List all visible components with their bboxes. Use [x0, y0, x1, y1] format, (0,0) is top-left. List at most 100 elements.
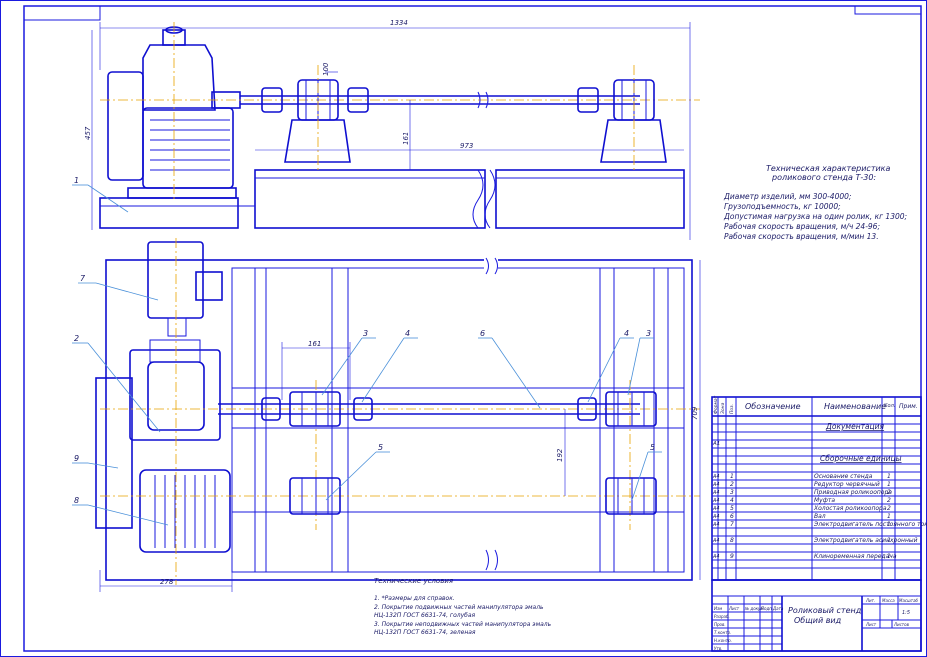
tc-line-3: НЦ-132П ГОСТ 6631-74, голубая — [374, 612, 476, 619]
dim-base-width: 278 — [160, 578, 174, 586]
dim-plan-height: 709 — [691, 406, 699, 420]
coupling-front-right — [577, 87, 599, 113]
tech-conditions: Технические условия 1. *Размеры для спра… — [374, 577, 552, 636]
corner-stamp-right — [854, 5, 922, 15]
bom-row-format: А4 — [712, 498, 720, 504]
tb-label-sheet: Лист — [865, 622, 877, 627]
tb-label-nkontr: Н.контр. — [714, 638, 732, 643]
dim-roller-width: 100 — [322, 62, 330, 76]
bom-h-name: Наименование — [824, 402, 886, 411]
bom-row-format: А4 — [712, 490, 720, 496]
bom-row-pos: 5 — [730, 505, 734, 512]
spec-line-1: Диаметр изделий, мм 300-4000; — [723, 192, 851, 201]
base-rail-front-left — [254, 169, 486, 229]
bom-row-pos: 7 — [730, 521, 734, 528]
callout-9: 9 — [74, 454, 79, 463]
tb-label-sheets: Листов — [893, 622, 910, 627]
front-dimensions: 1334 457 100 161 973 — [84, 19, 691, 240]
bom-row-qty: 1 — [887, 473, 891, 480]
dim-height: 457 — [84, 126, 92, 140]
tb-label-list: Лист — [728, 606, 740, 611]
tb-label-izm: Изм — [714, 606, 722, 611]
tb-label-doc: № докум — [744, 606, 763, 611]
bom-table: Формат Зона Поз. Обозначение Наименовани… — [711, 395, 922, 581]
bom-h-zone: Зона — [720, 402, 726, 414]
v-belt-drive-plan — [95, 377, 133, 529]
callout-6: 6 — [480, 329, 485, 338]
bom-row-qty: 1 — [887, 521, 891, 528]
dim-overall-length: 1334 — [390, 19, 408, 27]
tb-label-lit: Лит. — [865, 598, 875, 603]
bom-h-note: Прим. — [899, 403, 918, 410]
bom-h-designation: Обозначение — [745, 402, 801, 411]
bom-row-format: А4 — [712, 522, 720, 528]
bom-assembly-section: Сборочные единицы — [820, 454, 902, 463]
tc-line-2: 2. Покрытие подвижных частей манипулятор… — [374, 604, 544, 611]
tb-label-razrab: Разраб. — [714, 614, 730, 619]
callout-2: 2 — [74, 334, 79, 343]
spec-title-2: роликового стенда Т-30: — [771, 173, 876, 182]
idle-roller-plan-right — [605, 477, 657, 515]
tc-line-5: НЦ-132П ГОСТ 6631-74, зеленая — [374, 629, 476, 636]
bom-row-name: Холостая роликоопора — [813, 505, 887, 512]
plan-view — [95, 238, 700, 585]
bom-row-pos: 4 — [730, 497, 734, 504]
tc-line-1: 1. *Размеры для справок. — [374, 595, 455, 602]
bom-row-name: Клиноременная передача — [814, 553, 897, 560]
base-rail-front-right — [495, 169, 685, 229]
dim-shaft-height: 161 — [402, 132, 410, 145]
tb-label-date: Дата — [772, 606, 784, 611]
worm-gearbox-plan — [129, 349, 221, 441]
motor-dc-plan — [147, 241, 204, 319]
callout-5-left: 5 — [378, 443, 383, 452]
callout-5-right: 5 — [650, 443, 655, 452]
corner-stamp — [23, 5, 101, 21]
spec-line-4: Рабочая скорость вращения, м/ч 24-96; — [724, 222, 880, 231]
tb-title-2: Общий вид — [794, 616, 842, 625]
tc-line-4: 3. Покрытие неподвижных частей манипулят… — [374, 621, 552, 628]
bom-row-name: Вал — [814, 513, 826, 520]
roller-support-front-right — [600, 119, 667, 163]
bom-h-pos: Поз. — [729, 404, 735, 414]
motor-async-plan — [139, 469, 231, 553]
bom-row-name: Приводная роликоопора — [814, 489, 892, 496]
tb-title-1: Роликовый стенд — [788, 606, 862, 615]
bom-row-name: Муфта — [814, 497, 835, 504]
coupling-front-left — [261, 87, 283, 113]
callout-4-left: 4 — [405, 329, 410, 338]
callout-8: 8 — [74, 496, 79, 505]
bom-row-qty: 2 — [887, 505, 891, 512]
bom-h-format: Формат — [713, 395, 719, 414]
bom-row-format: А4 — [712, 506, 720, 512]
bom-row-pos: 8 — [730, 537, 734, 544]
bom-doc-format: А1 — [712, 441, 720, 447]
bom-row-qty: 1 — [887, 537, 891, 544]
callouts: 1 7 2 9 8 3 4 6 4 3 5 5 — [72, 176, 662, 526]
base-frame-plan — [105, 259, 693, 581]
bom-row-name: Электродвигатель постоянного тока — [813, 521, 927, 528]
bom-row-format: А4 — [712, 554, 720, 560]
tb-label-scale: Масштаб — [899, 598, 919, 603]
bom-row-qty: 2 — [887, 489, 891, 496]
front-view — [99, 22, 700, 229]
bom-doc-section: Документация — [825, 422, 885, 431]
spec-title-1: Техническая характеристика — [766, 164, 891, 173]
bom-row-pos: 3 — [730, 489, 734, 496]
bom-row-name: Основание стенда — [814, 473, 873, 480]
idle-roller-plan-left — [289, 477, 341, 515]
bom-row-pos: 1 — [730, 473, 734, 480]
bom-h-qty: Кол. — [884, 403, 895, 409]
callout-7: 7 — [80, 274, 86, 283]
tb-label-prov: Пров. — [714, 622, 726, 627]
bom-row-qty: 1 — [887, 553, 891, 560]
dim-roller-offset: 192 — [556, 448, 564, 462]
tb-scale-value: 1:5 — [902, 610, 910, 616]
spec-line-5: Рабочая скорость вращения, м/мин 13. — [724, 232, 879, 241]
technical-spec: Техническая характеристика роликового ст… — [723, 164, 907, 241]
tc-title: Технические условия — [374, 577, 453, 585]
tb-label-utv: Утв. — [714, 646, 722, 651]
spec-line-2: Грузоподъемность, кг 10000; — [724, 202, 841, 211]
bom-row-format: А4 — [712, 482, 720, 488]
